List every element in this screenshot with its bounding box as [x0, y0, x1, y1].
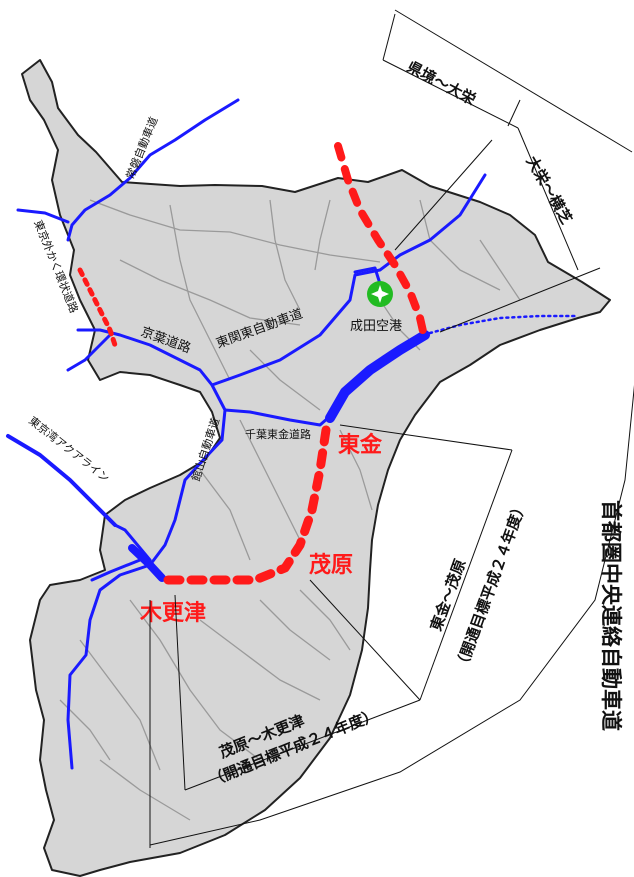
aqualine-connector — [113, 523, 152, 562]
label-oosakae-yokoshiba: 大栄～横芝 — [523, 153, 576, 227]
joban-branch — [16, 208, 70, 224]
label-narita: 成田空港 — [350, 319, 402, 334]
airplane-icon — [371, 285, 389, 303]
joban-expressway — [66, 98, 240, 242]
label-togane: 東金 — [338, 432, 383, 458]
planned-kenzakai-yokoshiba — [334, 142, 429, 344]
label-togane-mobara-target: （開通目標平成２４年度） — [452, 498, 530, 673]
keiyo-road — [76, 328, 227, 412]
main-title: 首都圏中央連絡自動車道 — [599, 500, 623, 731]
uchibo-north — [90, 558, 142, 582]
place-labels: 東金 茂原 木更津 — [139, 432, 383, 626]
expressways — [6, 98, 577, 770]
planned-togane-kisarazu — [160, 425, 331, 585]
planned-sections — [77, 142, 429, 585]
planned-gaikan — [77, 267, 119, 351]
tateyama-expressway — [148, 408, 227, 567]
ken-o-do-kisarazu-opened — [128, 544, 166, 582]
label-togane-mobara: 東金～茂原 — [427, 557, 470, 634]
higashi-kanto-expressway — [210, 173, 487, 387]
label-chiba-togane: 千葉東金道路 — [245, 427, 311, 441]
uchibo-road — [66, 563, 152, 770]
label-aqualine: 東京湾アクアライン — [26, 413, 112, 485]
chiba-landmass — [21, 59, 611, 877]
label-mobara: 茂原 — [309, 553, 353, 578]
label-kisarazu: 木更津 — [139, 600, 206, 626]
keiyo-west — [66, 333, 112, 372]
aqualine — [6, 434, 117, 527]
dimension-lines — [149, 9, 634, 848]
label-kenzakai-oosakae: 県境～大栄 — [404, 58, 480, 110]
ken-o-do-opened — [325, 330, 430, 423]
chiba-togane-road — [223, 408, 330, 427]
narita-airport — [367, 281, 393, 307]
label-joban: 常磐自動車道 — [123, 115, 161, 181]
